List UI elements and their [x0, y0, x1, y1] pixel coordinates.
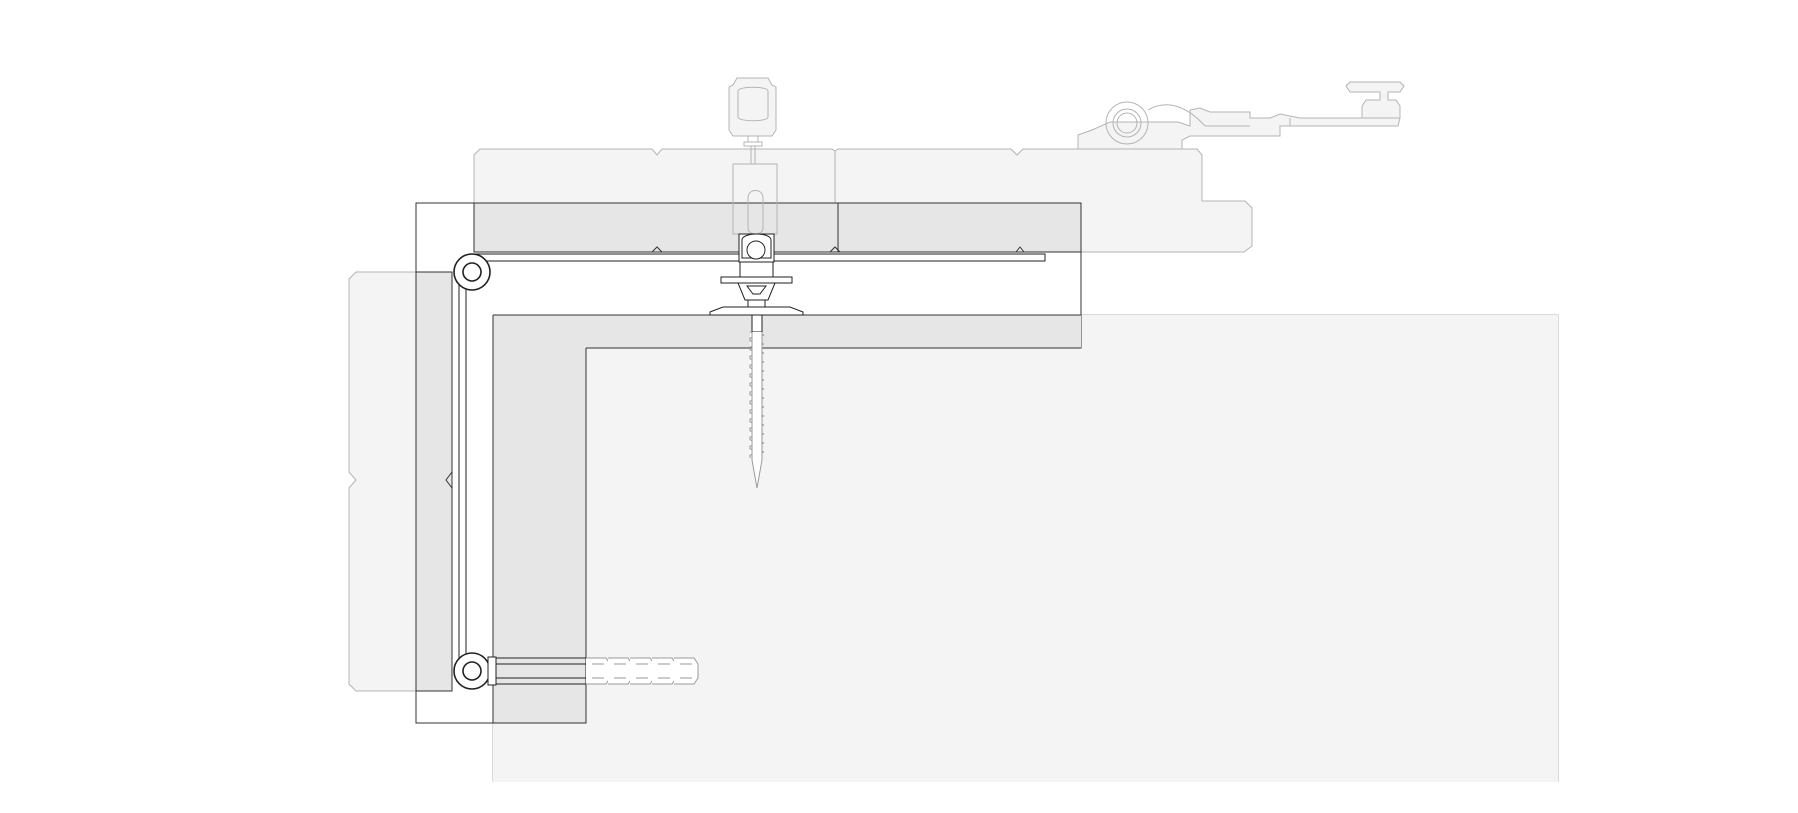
eye-bolt-fixing — [709, 233, 804, 316]
plug-segment — [630, 657, 655, 685]
screw-shank — [751, 332, 763, 489]
eye-bolt-fixing-ghost — [728, 77, 778, 235]
left-slat-section — [415, 271, 453, 692]
wall-background — [492, 314, 1559, 782]
hinge-pin-top — [453, 253, 491, 291]
hinge-pin-bottom — [453, 652, 491, 690]
screw-neck — [751, 314, 763, 333]
plug-segment — [652, 657, 677, 685]
plug-rib — [592, 663, 604, 679]
plug-rib — [658, 663, 670, 679]
plug-segment — [586, 657, 611, 685]
plug-segment — [608, 657, 633, 685]
wall-plug-anchor — [487, 656, 699, 686]
plug-rib — [614, 663, 626, 679]
strap-latch-hardware — [1077, 81, 1405, 150]
plug-rib — [636, 663, 648, 679]
wood-screw — [749, 314, 765, 489]
plug-segment — [674, 657, 699, 685]
plug-rib — [680, 663, 692, 679]
